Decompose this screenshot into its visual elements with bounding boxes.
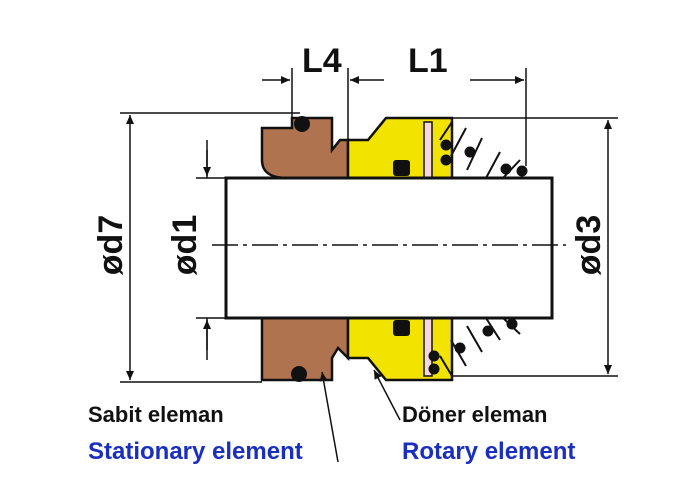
stationary-o-ring-upper [294,116,310,132]
stationary-o-ring-lower [291,366,307,382]
rotary-label-en: Rotary element [402,438,576,465]
rotary-o-ring-lower [393,320,410,336]
dim-d3-group: ød3 [570,215,608,275]
seat-ring-upper [423,121,433,179]
dim-d1-group: ød1 [166,215,204,275]
rotary-leader [373,369,401,421]
dim-d3-label: d3 [570,215,608,255]
diameter-symbol: ø [570,254,608,275]
diameter-symbol: ø [92,254,130,275]
spring-upper-coils [440,139,528,177]
dimension-lines-top [262,68,527,166]
dimension-lines-d1 [196,140,226,360]
svg-text:ød7: ød7 [92,215,130,275]
dimension-lines-d7 [120,112,300,383]
diameter-symbol: ø [166,254,204,275]
stationary-label-en: Stationary element [88,438,303,465]
svg-text:ød1: ød1 [166,215,204,275]
rotary-o-ring-upper [393,160,410,176]
stationary-label-tr: Sabit eleman [88,402,224,427]
dim-l4-label: L4 [302,42,342,80]
stationary-leader [319,371,339,463]
rotary-label-tr: Döner eleman [402,402,548,427]
dim-l1-label: L1 [408,42,448,80]
dimension-lines-d3 [452,117,618,377]
svg-text:ød3: ød3 [570,215,608,275]
spring-lower-coils [428,318,518,375]
dim-d7-label: d7 [92,215,130,255]
dim-d7-group: ød7 [92,215,130,275]
shaft [224,176,554,320]
dim-d1-label: d1 [166,215,204,255]
